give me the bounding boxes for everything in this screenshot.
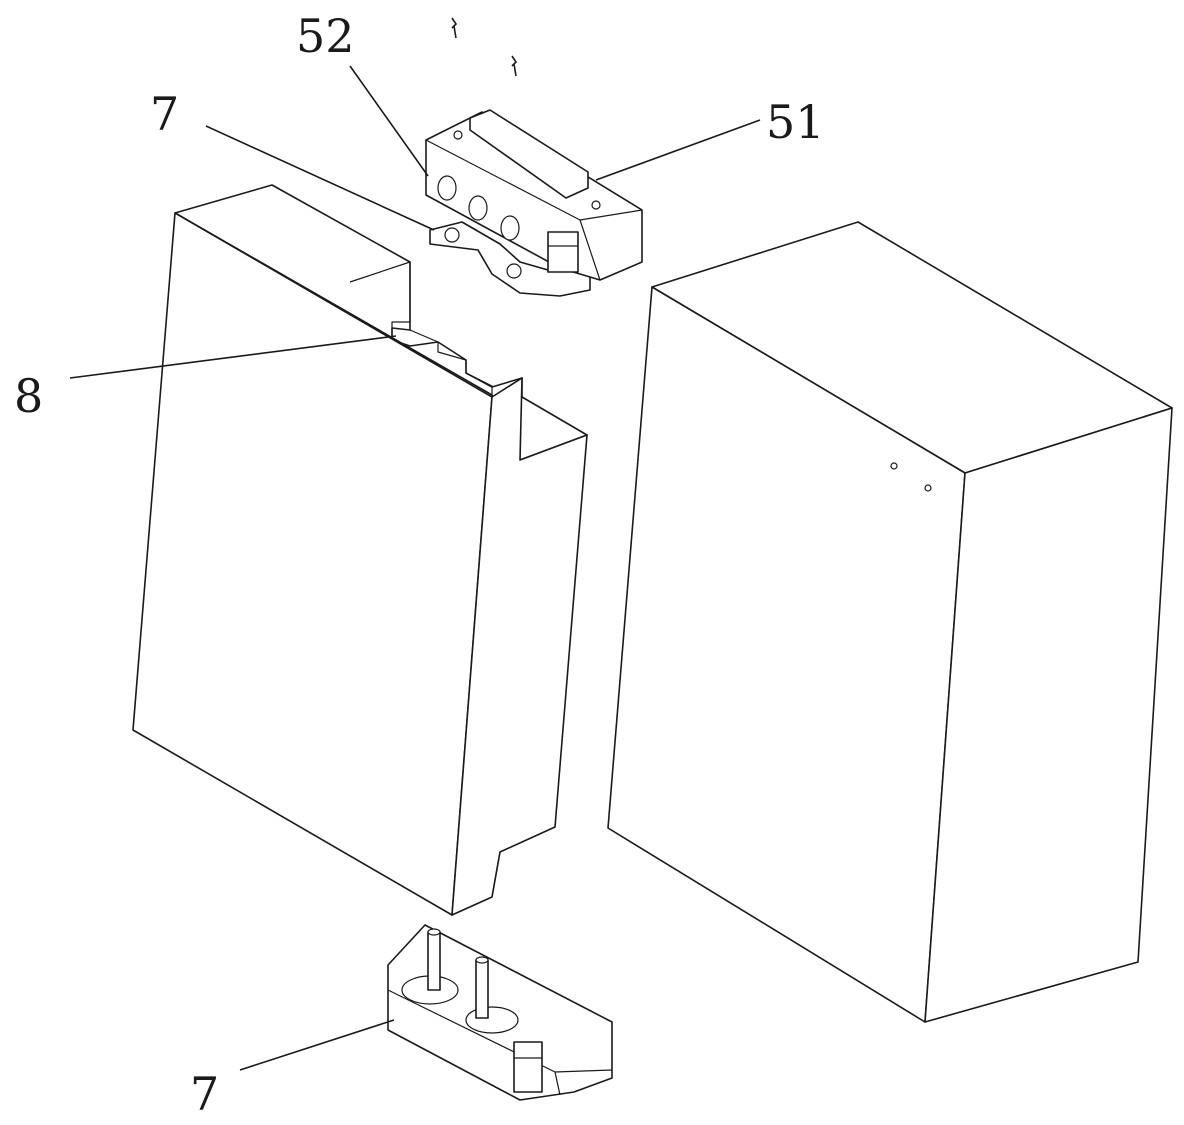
top-housing-hole-1 <box>453 130 463 140</box>
bottom-hinge-front-edge <box>554 1071 561 1096</box>
right-block-pin-hole-2 <box>924 484 932 492</box>
screw-1 <box>451 17 458 39</box>
top-hinge-cover-plate <box>469 109 589 199</box>
top-housing-hole-2 <box>591 200 601 210</box>
callout-8: 8 <box>14 369 43 423</box>
right-block <box>607 221 1173 1023</box>
leader-51 <box>595 119 761 181</box>
top-housing-oval-3 <box>500 215 520 241</box>
top-base-hole-1 <box>444 227 460 243</box>
bottom-post-2 <box>475 959 489 1019</box>
left-block-front-face <box>132 212 493 916</box>
right-block-pin-hole-1 <box>890 462 898 470</box>
leader-7-top <box>205 125 435 231</box>
top-screws <box>451 17 518 77</box>
leader-lines <box>69 65 761 1071</box>
bottom-hinge-assembly <box>387 924 613 1101</box>
leader-8 <box>69 335 397 379</box>
callout-52: 52 <box>296 9 355 63</box>
left-block-top-notch <box>349 261 411 340</box>
bottom-post-2-cap <box>475 956 489 964</box>
top-housing-oval-2 <box>468 195 488 221</box>
callout-51: 51 <box>766 95 825 149</box>
right-block-side-face <box>924 407 1173 1023</box>
callout-7-top: 7 <box>150 87 179 141</box>
bottom-housing-oval-2 <box>465 1006 519 1034</box>
callout-labels: 52 51 7 8 7 <box>14 9 825 1121</box>
top-base-hole-2 <box>506 263 522 279</box>
screw-2 <box>511 55 518 77</box>
leader-52 <box>349 65 429 177</box>
bottom-post-1-cap <box>427 928 441 936</box>
callout-7-bottom: 7 <box>190 1067 219 1121</box>
top-hinge-assembly <box>425 109 643 297</box>
left-block <box>132 184 588 916</box>
bottom-hinge-pivot <box>513 1041 543 1093</box>
left-block-side-face <box>451 377 588 916</box>
leader-7-bottom <box>239 1019 395 1071</box>
left-block-step-edge <box>491 851 501 898</box>
bottom-post-1 <box>427 931 441 991</box>
top-housing-oval-1 <box>437 175 457 201</box>
top-hinge-pivot <box>547 231 579 273</box>
top-hinge-base-plate <box>429 221 591 297</box>
top-hinge-housing-front-edge <box>579 219 601 281</box>
